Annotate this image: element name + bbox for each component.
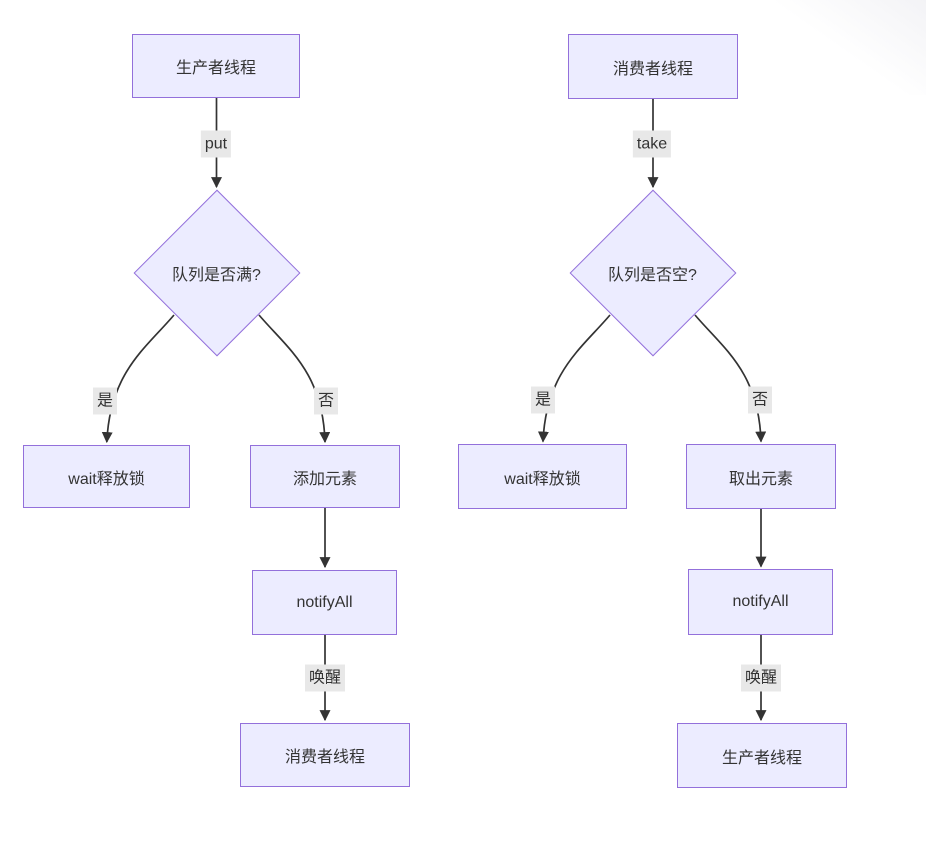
node-consumer-decision: 队列是否空? — [568, 189, 737, 357]
node-producer-start: 生产者线程 — [132, 34, 300, 98]
edge-producer-yes — [101, 314, 175, 444]
edge-label-consumer-yes: 是 — [530, 386, 556, 414]
node-consumer-wait: wait释放锁 — [458, 444, 627, 509]
node-consumer-operation: 取出元素 — [686, 444, 836, 509]
edge-label-put: put — [200, 130, 232, 158]
node-producer-operation: 添加元素 — [250, 445, 400, 508]
node-consumer-end: 生产者线程 — [677, 723, 847, 788]
edge-label-producer-wake: 唤醒 — [304, 664, 346, 692]
edge-label-consumer-no: 否 — [747, 386, 773, 414]
edge-label-producer-no: 否 — [313, 387, 339, 415]
node-consumer-start: 消费者线程 — [568, 34, 738, 99]
node-producer-notify: notifyAll — [252, 570, 397, 635]
node-producer-end: 消费者线程 — [240, 723, 410, 787]
node-producer-wait: wait释放锁 — [23, 445, 190, 508]
decision-label: 队列是否满? — [172, 267, 261, 284]
edge-producer-no — [258, 314, 331, 444]
edge-label-take: take — [632, 130, 672, 158]
node-consumer-notify: notifyAll — [688, 569, 833, 635]
node-producer-decision: 队列是否满? — [132, 189, 301, 357]
edge-consumer-yes — [537, 314, 611, 443]
decision-label: 队列是否空? — [608, 267, 697, 284]
edge-label-producer-yes: 是 — [92, 387, 118, 415]
edge-consumer-no — [694, 314, 767, 443]
edge-label-consumer-wake: 唤醒 — [740, 664, 782, 692]
